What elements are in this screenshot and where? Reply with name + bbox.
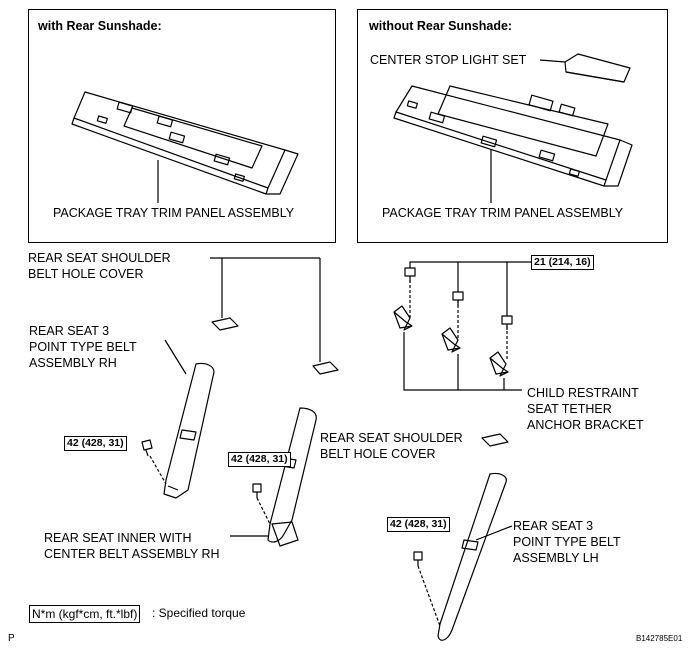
package-tray-with-sunshade [71,91,299,195]
center-stop-light-label: CENTER STOP LIGHT SET [370,53,527,67]
anchor-bracket-3 [489,351,509,377]
torque-bracket-bolt: 21 (214, 16) [531,255,594,270]
bracket-label-1: CHILD RESTRAINT [527,386,639,400]
belt-rh-label-2: POINT TYPE BELT [29,340,137,354]
footer-left: P [8,633,15,644]
inner-label-1: REAR SEAT INNER WITH [44,531,192,545]
bolt-bracket-2 [452,291,464,306]
inner-belt-assembly-rh [267,407,317,543]
footer-code: B142785E01 [636,634,683,643]
shoulder-cover-mid-label-1: REAR SEAT SHOULDER [320,431,463,445]
shoulder-belt-hole-cover-1 [211,317,239,331]
torque-belt-rh: 42 (428, 31) [64,436,127,451]
shoulder-cover-top-label-1: REAR SEAT SHOULDER [28,251,171,265]
shoulder-cover-mid-label-2: BELT HOLE COVER [320,447,436,461]
inner-label-2: CENTER BELT ASSEMBLY RH [44,547,220,561]
belt-assembly-rh [163,362,215,499]
shoulder-cover-top-label-2: BELT HOLE COVER [28,267,144,281]
shoulder-belt-hole-cover-3 [481,433,509,447]
belt-lh-label-3: ASSEMBLY LH [513,551,599,565]
belt-rh-label-3: ASSEMBLY RH [29,356,117,370]
panel-without-sunshade [357,9,668,243]
belt-rh-label-1: REAR SEAT 3 [29,324,110,338]
shoulder-belt-hole-cover-2 [312,361,339,375]
panel-left-title: with Rear Sunshade: [38,19,162,33]
anchor-bracket-2 [441,327,461,353]
panel-left-part-label: PACKAGE TRAY TRIM PANEL ASSEMBLY [53,206,295,220]
bolt-bracket-3 [501,315,513,330]
bolt-inner [252,483,262,498]
bracket-label-2: SEAT TETHER [527,402,612,416]
center-stop-light-set [564,53,631,83]
bolt-belt-lh [413,551,423,566]
torque-inner: 42 (428, 31) [228,452,291,467]
panel-right-part-label: PACKAGE TRAY TRIM PANEL ASSEMBLY [382,206,624,220]
torque-belt-lh: 42 (428, 31) [387,517,450,532]
belt-lh-label-1: REAR SEAT 3 [513,519,594,533]
belt-assembly-lh [437,472,507,641]
anchor-bracket-1 [393,305,413,331]
package-tray-without-sunshade [393,85,633,187]
panel-with-sunshade [28,9,336,243]
bracket-label-3: ANCHOR BRACKET [527,418,644,432]
belt-lh-label-2: POINT TYPE BELT [513,535,621,549]
legend-text: : Specified torque [152,606,246,620]
bolt-bracket-1 [404,267,416,282]
bolt-belt-rh [141,439,153,457]
panel-right-title: without Rear Sunshade: [369,19,513,33]
legend-unit-box: N*m (kgf*cm, ft.*lbf) [29,605,141,623]
